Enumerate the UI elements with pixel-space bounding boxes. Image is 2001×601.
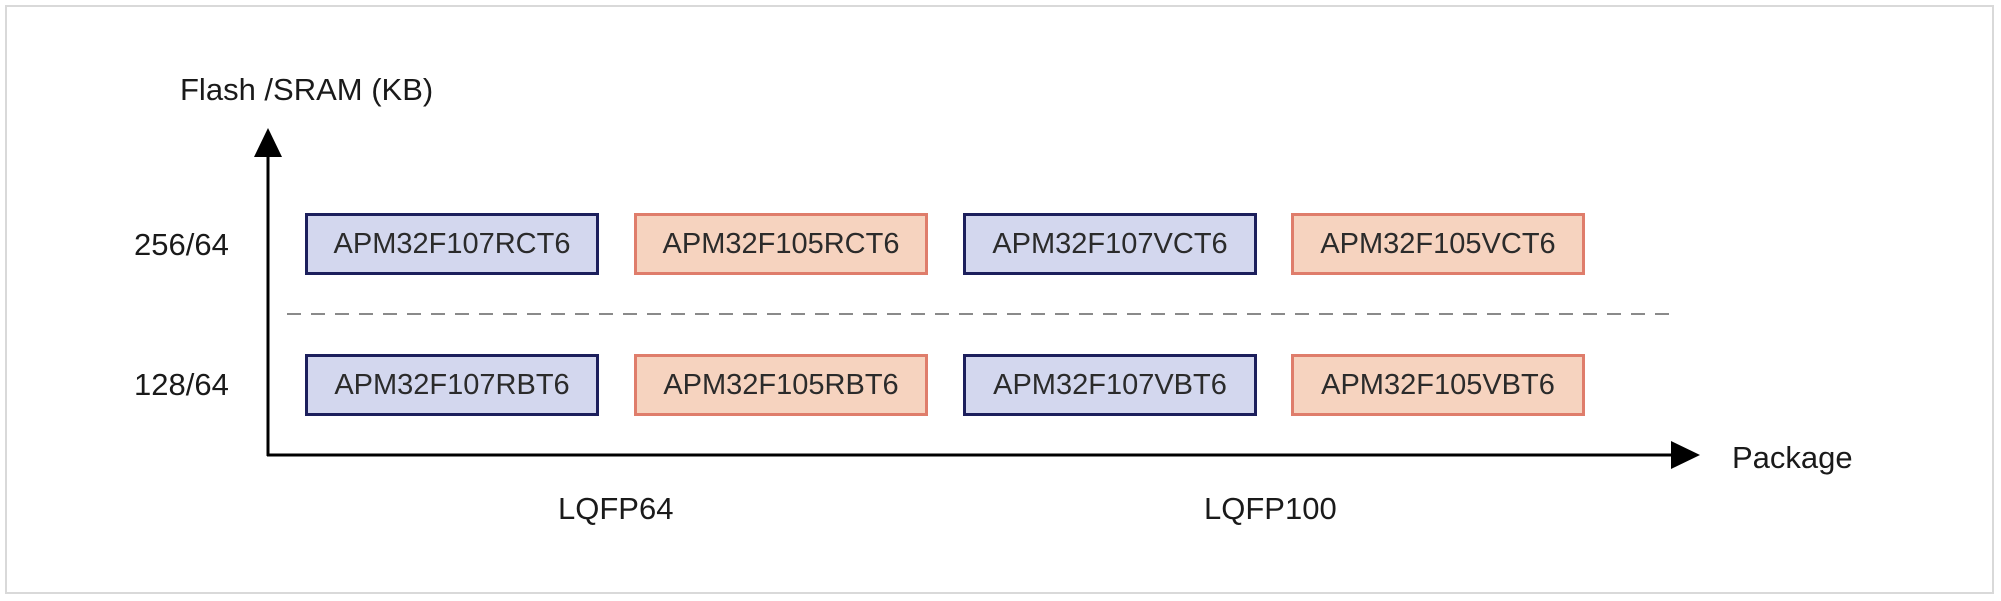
chip-apm32f107vct6: APM32F107VCT6	[963, 213, 1257, 275]
chip-apm32f107rbt6: APM32F107RBT6	[305, 354, 599, 416]
chip-apm32f105vbt6: APM32F105VBT6	[1291, 354, 1585, 416]
row-label-256-64: 256/64	[134, 227, 229, 262]
y-axis-arrowhead	[254, 128, 282, 157]
package-label-lqfp64: LQFP64	[558, 491, 674, 526]
diagram-frame	[5, 5, 1994, 594]
y-axis-title: Flash /SRAM (KB)	[180, 72, 434, 107]
x-axis-arrowhead	[1671, 441, 1700, 469]
chip-apm32f105rbt6: APM32F105RBT6	[634, 354, 928, 416]
chip-apm32f107rct6: APM32F107RCT6	[305, 213, 599, 275]
package-label-lqfp100: LQFP100	[1204, 491, 1337, 526]
row-label-128-64: 128/64	[134, 367, 229, 402]
chip-apm32f107vbt6: APM32F107VBT6	[963, 354, 1257, 416]
x-axis-title: Package	[1732, 440, 1853, 475]
chip-apm32f105rct6: APM32F105RCT6	[634, 213, 928, 275]
chip-apm32f105vct6: APM32F105VCT6	[1291, 213, 1585, 275]
